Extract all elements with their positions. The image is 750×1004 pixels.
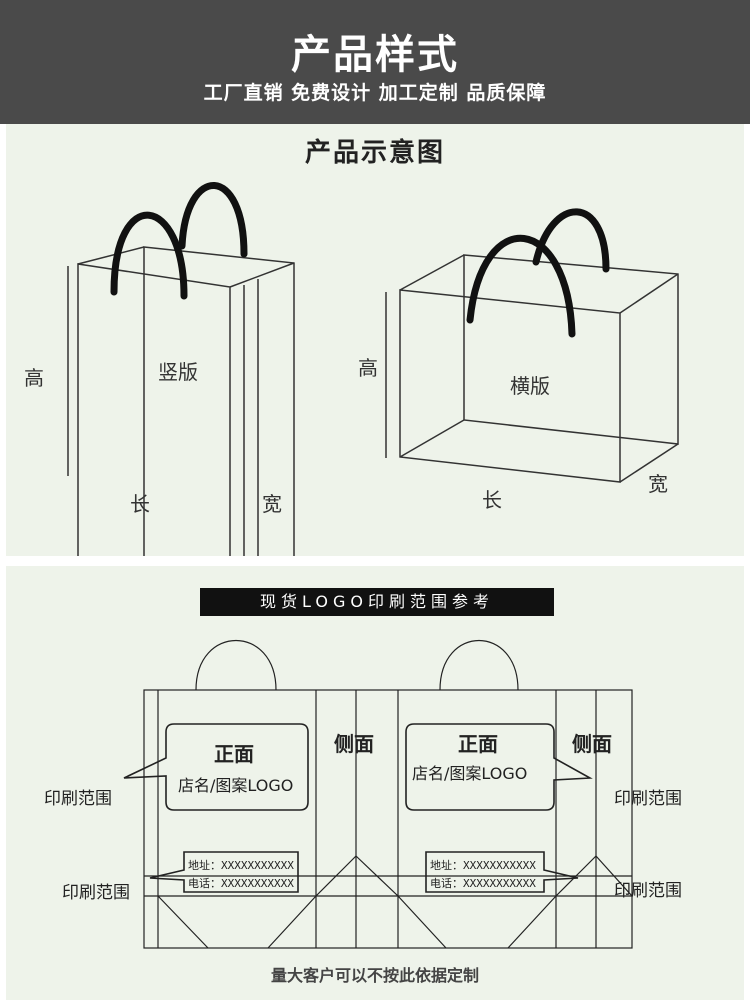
horizontal-bag-handles: [466, 208, 610, 338]
horizontal-label: 横版: [510, 374, 550, 398]
vertical-length-label: 长: [130, 492, 150, 516]
header-banner: 产品样式 工厂直销 免费设计 加工定制 品质保障: [0, 0, 750, 124]
left-front-title: 正面: [214, 742, 254, 766]
vertical-width-label: 宽: [262, 492, 282, 516]
left-front-subtitle: 店名/图案LOGO: [178, 776, 294, 795]
print-range-banner: 现货LOGO印刷范围参考: [200, 588, 554, 616]
left-side-label: 侧面: [334, 732, 374, 756]
vertical-label: 竖版: [158, 360, 198, 384]
horizontal-length-label: 长: [482, 488, 502, 512]
print-range-label-3: 印刷范围: [62, 883, 130, 903]
right-front-title: 正面: [458, 732, 498, 756]
vertical-bag-drawing: [67, 246, 295, 556]
diagram-title: 产品示意图: [304, 138, 445, 168]
custom-note: 量大客户可以不按此依据定制: [270, 966, 479, 985]
print-range-panel: 现货LOGO印刷范围参考: [6, 566, 744, 1000]
right-side-label: 侧面: [572, 732, 612, 756]
print-range-label-4: 印刷范围: [614, 881, 682, 901]
right-front-subtitle: 店名/图案LOGO: [412, 764, 528, 783]
vertical-bag-handles: [110, 182, 248, 300]
horizontal-width-label: 宽: [648, 472, 668, 496]
product-diagram-panel: 产品示意图: [6, 124, 744, 556]
horizontal-bag-drawing: [385, 254, 679, 483]
bag-unfolded-template: [123, 640, 633, 949]
left-address-line: 地址：XXXXXXXXXXX: [188, 859, 294, 872]
bag-illustrations: [67, 182, 679, 556]
vertical-height-label: 高: [24, 366, 44, 390]
left-phone-line: 电话：XXXXXXXXXXX: [188, 877, 294, 890]
page-title: 产品样式: [291, 32, 459, 78]
horizontal-height-label: 高: [358, 356, 378, 380]
right-address-line: 地址：XXXXXXXXXXX: [430, 859, 536, 872]
right-phone-line: 电话：XXXXXXXXXXX: [430, 877, 536, 890]
page-subtitle: 工厂直销 免费设计 加工定制 品质保障: [203, 82, 547, 104]
print-range-label-2: 印刷范围: [614, 789, 682, 809]
print-range-label-1: 印刷范围: [44, 789, 112, 809]
